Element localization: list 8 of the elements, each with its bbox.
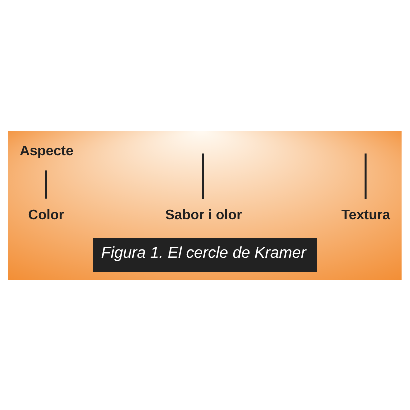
node-text: Textura [342,206,390,222]
node-text: Aspecte [20,142,74,158]
node-text: Color [28,206,64,222]
node-text: Sabor i olor [166,206,242,222]
connector [364,153,367,198]
caption: Figura 1. El cercle de Kramer [101,244,306,262]
connector [45,170,48,198]
connector [202,153,204,198]
